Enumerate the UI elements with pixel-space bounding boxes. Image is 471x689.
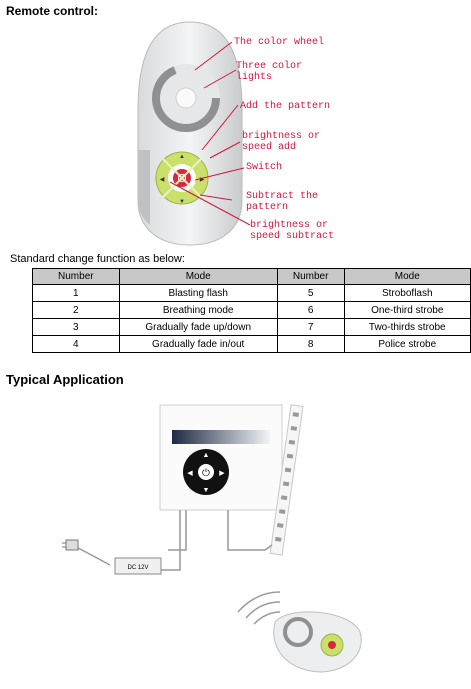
col-header: Mode: [343, 268, 471, 285]
table-cell: 7: [276, 318, 345, 336]
table-cell: Breathing mode: [118, 301, 278, 319]
table-cell: Two-thirds strobe: [343, 318, 471, 336]
svg-text:⏻: ⏻: [202, 468, 210, 479]
col-header: Mode: [118, 268, 278, 285]
table-cell: 5: [276, 284, 345, 302]
svg-text:◀: ◀: [160, 177, 165, 183]
intro-text: Standard change function as below:: [10, 253, 185, 265]
table-cell: 1: [32, 284, 120, 302]
table-cell: 4: [32, 335, 120, 353]
callout-add-pattern: Add the pattern: [240, 101, 331, 112]
col-header: Number: [276, 268, 345, 285]
callout-switch: Switch: [246, 162, 283, 173]
callout-color-wheel: The color wheel: [234, 37, 325, 48]
typical-application-heading: Typical Application: [6, 372, 124, 387]
application-diagram: ⏻ ▲ ▼ ◀ ▶ DC 12V: [62, 404, 362, 673]
table-cell: Blasting flash: [118, 284, 278, 302]
svg-text:▼: ▼: [179, 199, 185, 205]
callout-leader-lines: [169, 41, 251, 226]
table-cell: 8: [276, 335, 345, 353]
table-cell: 6: [276, 301, 345, 319]
remote-control-image: ▲ ▼ ◀ ▶: [137, 21, 243, 246]
table-cell: Stroboflash: [343, 284, 471, 302]
table-row: 4 Gradually fade in/out 8 Police strobe: [32, 335, 471, 353]
remote-control-heading: Remote control:: [6, 4, 99, 18]
svg-text:▲: ▲: [179, 154, 185, 160]
table-cell: 2: [32, 301, 120, 319]
mode-table: Number Mode Number Mode 1 Blasting flash…: [32, 268, 471, 353]
table-cell: Gradually fade up/down: [118, 318, 278, 336]
power-supply-label: DC 12V: [127, 565, 148, 571]
table-row: 2 Breathing mode 6 One-third strobe: [32, 301, 471, 319]
table-row: 1 Blasting flash 5 Stroboflash: [32, 284, 471, 302]
svg-text:◀: ◀: [187, 470, 193, 477]
table-cell: Gradually fade in/out: [118, 335, 278, 353]
svg-text:▲: ▲: [203, 452, 210, 459]
table-cell: 3: [32, 318, 120, 336]
button-cluster: ▲ ▼ ◀ ▶: [155, 151, 209, 205]
svg-text:▶: ▶: [200, 177, 205, 183]
col-header: Number: [32, 268, 120, 285]
svg-text:▼: ▼: [203, 487, 210, 494]
svg-text:▶: ▶: [219, 470, 225, 477]
table-header-row: Number Mode Number Mode: [32, 268, 471, 285]
table-cell: One-third strobe: [343, 301, 471, 319]
table-cell: Police strobe: [343, 335, 471, 353]
table-row: 3 Gradually fade up/down 7 Two-thirds st…: [32, 318, 471, 336]
